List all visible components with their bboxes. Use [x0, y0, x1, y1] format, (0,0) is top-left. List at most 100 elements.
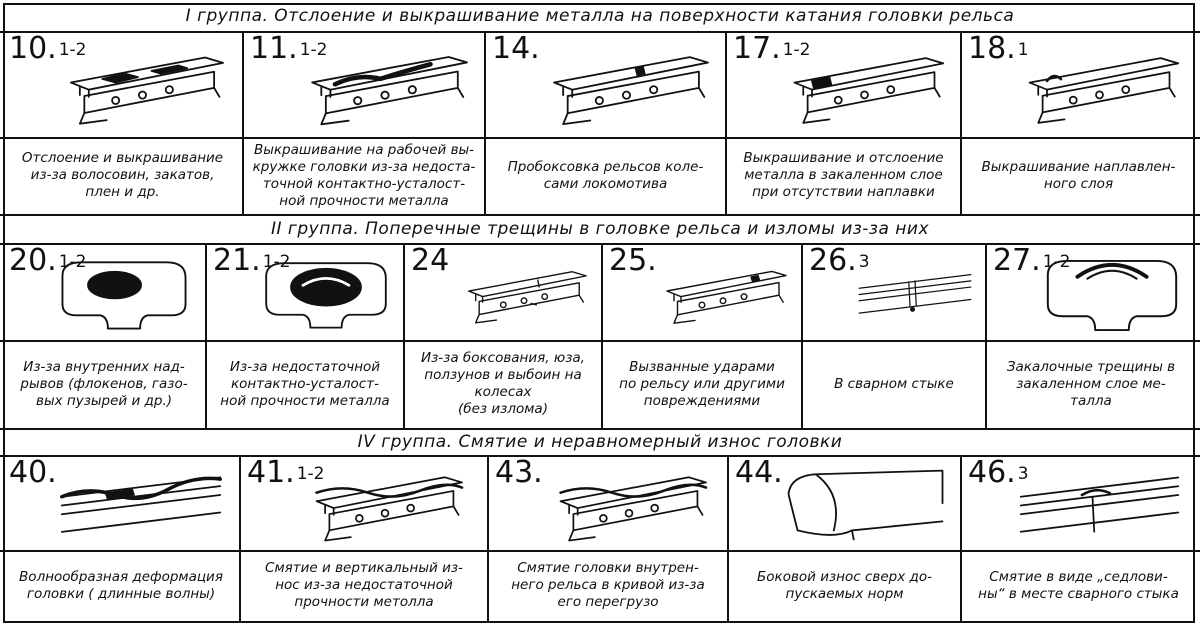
caption-line: ного слоя [1043, 175, 1114, 192]
divider [0, 340, 1200, 342]
defect-code: 14. [492, 31, 540, 66]
group-2-title: II группа. Поперечные трещины в головке … [270, 219, 929, 239]
rail-defect-illustration [61, 261, 187, 330]
caption-line: (без излома) [458, 401, 548, 417]
defect-code: 18.1 [968, 31, 1029, 66]
rail-defect-illustration [553, 56, 709, 126]
caption-line: вых пузырей и др.) [35, 392, 172, 409]
caption-line: Вызванные ударами [629, 358, 775, 375]
rail-defect-illustration [60, 476, 222, 533]
divider [0, 243, 1200, 245]
rail-defect-illustration [787, 469, 944, 541]
caption-line: ной прочности металла [279, 192, 449, 209]
caption-line: Из-за недостаточной [229, 358, 381, 375]
group-1-title: I группа. Отслоение и выкрашивание метал… [185, 6, 1015, 26]
caption-line: В сварном стыке [834, 375, 954, 392]
rail-defect-illustration [1019, 476, 1180, 533]
defect-subcode: 1-2 [58, 39, 87, 60]
defect-code: 40. [9, 455, 57, 490]
defect-code: 43. [495, 455, 543, 490]
defect-cell-18: 18.1 Выкрашивание наплавлен-ного слоя [960, 31, 1195, 214]
defect-code: 17.1-2 [733, 31, 811, 66]
caption-line: точной контактно-усталост- [262, 175, 466, 192]
defect-caption: Выкрашивание на рабочей вы-кружке головк… [248, 142, 480, 210]
rail-defect-illustration [1046, 259, 1178, 332]
caption-line: Закалочные трещины в [1006, 358, 1176, 375]
caption-line: ны“ в месте сварного стыка [978, 585, 1179, 602]
defect-code: 11.1-2 [250, 31, 328, 66]
caption-line: талла [1070, 392, 1112, 409]
defect-subcode: 1-2 [782, 39, 811, 60]
caption-line: контактно-усталост- [231, 375, 379, 392]
defect-subcode: 3 [858, 251, 870, 272]
defect-caption: Пробоксовка рельсов коле-сами локомотива [490, 159, 721, 193]
defect-cell-41: 41.1-2 Смятие и вертикальный из-нос из-з… [239, 455, 487, 621]
caption-line: по рельсу или другими [619, 375, 785, 392]
defect-caption: Смятие головки внутрен-него рельса в кри… [493, 560, 723, 611]
defect-code: 24 [411, 243, 450, 278]
defect-caption: Из-за боксования, юза,ползунов и выбоин … [409, 350, 597, 418]
defect-code: 46.3 [968, 455, 1029, 490]
caption-line: Выкрашивание наплавлен- [981, 158, 1176, 175]
defect-caption: Боковой износ сверх до-пускаемых норм [733, 569, 956, 603]
caption-line: Волнообразная деформация [19, 568, 223, 585]
divider [0, 214, 1200, 216]
defect-subcode: 1 [1017, 39, 1029, 60]
caption-line: сами локомотива [543, 175, 668, 192]
caption-line: него рельса в кривой из-за [511, 577, 705, 593]
rail-defect-illustration [468, 271, 587, 324]
caption-line: Выкрашивание на рабочей вы- [253, 141, 475, 158]
caption-line: его перегрузо [557, 594, 659, 610]
defect-cell-44: 44.Боковой износ сверх до-пускаемых норм [727, 455, 960, 621]
caption-line: ной прочности металла [220, 392, 390, 409]
divider [0, 550, 1200, 552]
rail-defect-illustration [1028, 57, 1180, 124]
defect-cell-26: 26.3 В сварном стыке [801, 243, 985, 428]
defects-table [3, 3, 1195, 623]
defect-code: 41.1-2 [247, 455, 325, 490]
defect-code: 10.1-2 [9, 31, 87, 66]
divider [0, 428, 1200, 430]
divider [0, 455, 1200, 457]
caption-line: кружке головки из-за недоста- [252, 158, 476, 175]
defect-caption: Выкрашивание наплавлен-ного слоя [966, 159, 1191, 193]
caption-line: металла в закаленном слое [744, 167, 943, 183]
defect-subcode: 1-2 [299, 39, 328, 60]
group-4-title: IV группа. Смятие и неравномерный износ … [357, 432, 843, 452]
rail-defect-illustration [315, 476, 464, 542]
rail-defect-illustration [666, 270, 787, 324]
caption-line: колесах [474, 384, 532, 400]
rail-defect-illustration [265, 262, 387, 329]
defect-subcode: 3 [1017, 463, 1029, 484]
caption-line: из-за волосовин, закатов, [30, 167, 215, 183]
defect-cell-14: 14. Пробоксовка рельсов коле-сами локомо… [484, 31, 725, 214]
caption-line: Пробоксовка рельсов коле- [507, 158, 704, 175]
divider [0, 137, 1200, 139]
caption-line: повреждениями [643, 392, 761, 409]
caption-line: пускаемых норм [785, 585, 904, 602]
defect-cell-24: 24 Из-за боксования, юза,ползунов и выбо… [403, 243, 601, 428]
rail-defect-illustration [559, 476, 708, 542]
caption-line: головки ( длинные волны) [26, 585, 216, 602]
defect-code: 27.1-2 [993, 243, 1071, 278]
defect-code: 26.3 [809, 243, 870, 278]
defect-caption: Смятие и вертикальный из-нос из-за недос… [245, 560, 483, 611]
defect-code: 25. [609, 243, 657, 278]
caption-line: при отсутствии наплавки [752, 184, 935, 200]
defect-caption: Из-за внутренних над-рывов (флокенов, га… [7, 359, 201, 410]
caption-line: нос из-за недостаточной [275, 577, 453, 593]
rail-defect-illustration [793, 57, 945, 124]
defect-caption: Смятие в виде „седлови-ны“ в месте сварн… [966, 569, 1191, 603]
caption-line: Отслоение и выкрашивание [21, 150, 224, 166]
